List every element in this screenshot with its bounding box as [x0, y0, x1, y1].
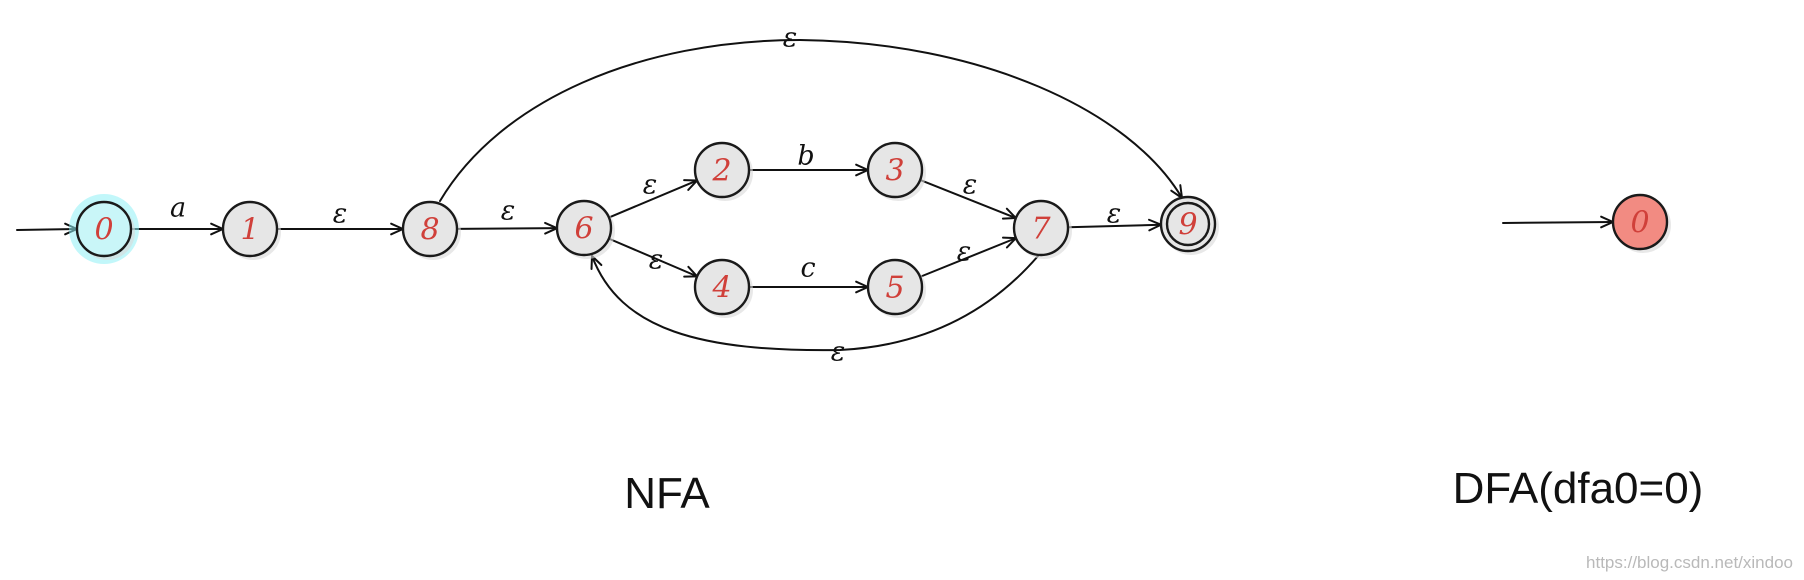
state-label: 6 — [574, 212, 593, 247]
edge-7-to-6: ε — [590, 255, 1039, 368]
nfa-caption: NFA — [624, 469, 710, 518]
state-label: 3 — [885, 154, 904, 189]
watermark: https://blog.csdn.net/xindoo — [1586, 553, 1793, 572]
nfa-state-6: 6 — [555, 199, 615, 259]
state-circle — [1012, 199, 1070, 257]
state-label: 8 — [420, 213, 439, 248]
edge-6-to-4: ε — [607, 237, 699, 278]
nfa-state-2: 2 — [693, 141, 753, 201]
edge-line — [607, 179, 699, 219]
edge-8-to-9: ε — [439, 23, 1183, 202]
nfa-state-5: 5 — [866, 258, 926, 318]
edge-line — [919, 178, 1017, 220]
edge-label: ε — [957, 237, 972, 268]
edge-label: ε — [643, 170, 658, 201]
state-label: 0 — [94, 213, 113, 248]
edge-label: ε — [783, 23, 798, 54]
state-circle — [866, 141, 924, 199]
start-arrow-line — [16, 228, 78, 231]
nfa-state-0: 0 — [69, 194, 139, 264]
state-label: 0 — [1630, 206, 1649, 241]
state-circle — [866, 258, 924, 316]
edge-label: ε — [831, 337, 846, 368]
edge-label: ε — [333, 199, 348, 230]
edge-label: a — [170, 193, 186, 224]
edge-label: ε — [501, 196, 516, 227]
edge-2-to-3: b — [748, 141, 869, 177]
accept-ring — [1165, 201, 1211, 247]
state-circle — [693, 141, 751, 199]
state-label: 9 — [1178, 208, 1197, 243]
dfa-start-arrow — [1502, 215, 1614, 229]
edge-label: ε — [1107, 199, 1122, 230]
state-circle — [401, 200, 459, 258]
nfa-state-1: 1 — [221, 200, 281, 260]
edges-layer: a ε ε ε b ε ε c ε ε ε ε — [16, 23, 1614, 368]
state-circle — [75, 200, 133, 258]
edge-label: b — [797, 141, 814, 172]
nfa-state-8: 8 — [401, 200, 461, 260]
edge-arrowhead — [1170, 184, 1183, 199]
state-label: 1 — [240, 213, 259, 248]
dfa-state-d0: 0 — [1611, 193, 1671, 253]
nfa-state-4: 4 — [693, 258, 753, 318]
state-label: 5 — [885, 271, 904, 306]
edge-1-to-8: ε — [276, 199, 404, 236]
state-circle — [1159, 195, 1217, 253]
edge-3-to-7: ε — [919, 170, 1017, 220]
edge-line — [919, 237, 1017, 278]
edge-4-to-5: c — [748, 253, 869, 294]
edge-label: c — [800, 253, 815, 284]
nodes-layer: 0 1 8 6 2 3 4 5 7 9 0 — [69, 141, 1671, 318]
edge-label: ε — [963, 170, 978, 201]
state-label: 7 — [1031, 212, 1051, 247]
state-circle — [693, 258, 751, 316]
edge-label: ε — [649, 245, 664, 276]
edge-curve — [591, 255, 1039, 352]
state-circle — [555, 199, 613, 257]
nfa-state-3: 3 — [866, 141, 926, 201]
nfa-start-arrow — [16, 222, 78, 236]
edge-5-to-7: ε — [919, 237, 1017, 278]
nfa-state-9: 9 — [1159, 195, 1219, 255]
edge-line — [1066, 223, 1163, 229]
edge-7-to-9: ε — [1066, 199, 1163, 232]
state-circle — [1611, 193, 1669, 251]
dfa-caption: DFA(dfa0=0) — [1453, 464, 1704, 513]
edge-8-to-6: ε — [455, 196, 559, 235]
edge-line — [607, 237, 699, 278]
edge-0-to-1: a — [130, 193, 224, 236]
edge-curve — [439, 39, 1183, 202]
state-label: 4 — [711, 271, 731, 306]
edge-line — [455, 227, 559, 230]
start-arrow-line — [1502, 221, 1614, 224]
state-label: 2 — [711, 154, 731, 189]
state-circle — [221, 200, 279, 258]
edge-6-to-2: ε — [607, 170, 699, 219]
nfa-state-7: 7 — [1012, 199, 1072, 259]
